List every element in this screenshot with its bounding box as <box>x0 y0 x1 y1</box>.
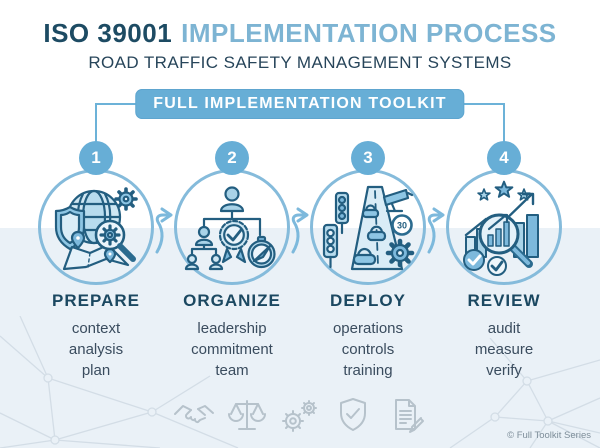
step-item: training <box>343 362 393 379</box>
header: ISO 39001 IMPLEMENTATION PROCESS ROAD TRA… <box>0 18 600 73</box>
step-item: leadership <box>197 320 267 337</box>
step-item: context <box>71 320 121 337</box>
step-item: audit <box>487 320 521 337</box>
gears-icon <box>282 400 317 432</box>
document-pencil-icon <box>395 399 424 433</box>
stars-chart-magnifier-check-icon <box>463 180 539 276</box>
step-label-deploy: DEPLOY operations controls training <box>298 291 438 381</box>
page-title: ISO 39001 IMPLEMENTATION PROCESS <box>0 18 600 49</box>
step-number-badge-1: 1 <box>79 141 113 175</box>
speed-limit-sign-text: 30 <box>397 221 407 231</box>
network-pattern-right <box>449 338 600 448</box>
step-label-review: REVIEW audit measure verify <box>434 291 574 381</box>
step-item: team <box>215 362 249 379</box>
network-pattern-left <box>0 316 239 448</box>
globe-shield-map-magnifier-icon <box>54 187 138 271</box>
step-item: analysis <box>68 341 124 358</box>
step-item: operations <box>332 320 404 337</box>
step-item: measure <box>474 341 534 358</box>
footer-icon-row <box>0 396 600 434</box>
step-item: verify <box>486 362 522 379</box>
step-title: PREPARE <box>52 291 140 310</box>
title-standard-number: ISO 39001 <box>43 18 173 48</box>
step-item: controls <box>341 341 395 358</box>
step-item: commitment <box>191 341 273 358</box>
title-process-text: IMPLEMENTATION PROCESS <box>181 18 557 48</box>
road-traffic-cctv-gear-icon: 30 <box>322 185 415 271</box>
scales-icon <box>228 400 266 430</box>
step-label-prepare: PREPARE context analysis plan <box>26 291 166 381</box>
step-title: ORGANIZE <box>183 291 281 310</box>
page-subtitle: ROAD TRAFFIC SAFETY MANAGEMENT SYSTEMS <box>88 53 512 72</box>
handshake-icon <box>174 405 214 424</box>
step-number-badge-4: 4 <box>487 141 521 175</box>
org-chart-award-compass-icon <box>184 186 276 271</box>
step-item: plan <box>81 362 111 379</box>
step-label-organize: ORGANIZE leadership commitment team <box>162 291 302 381</box>
shield-check-icon <box>340 398 366 431</box>
step-title: REVIEW <box>467 291 541 310</box>
copyright-text: © Full Toolkit Series <box>507 430 591 441</box>
step-number-badge-2: 2 <box>215 141 249 175</box>
step-title: DEPLOY <box>330 291 406 310</box>
toolkit-banner: FULL IMPLEMENTATION TOOLKIT <box>135 89 465 119</box>
step-number-badge-3: 3 <box>351 141 385 175</box>
